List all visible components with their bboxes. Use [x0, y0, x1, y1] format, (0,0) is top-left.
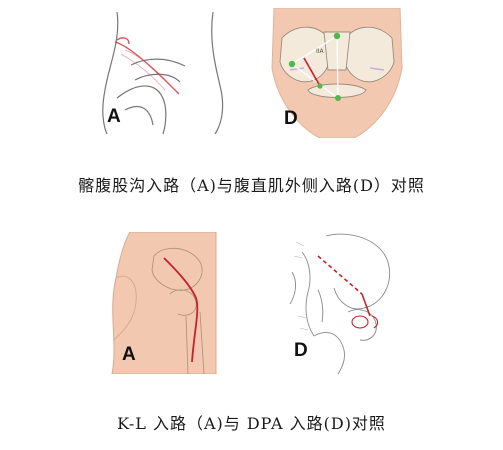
panel-label-d: D: [284, 108, 298, 129]
panel-pararectus-approach: IIA D: [262, 8, 412, 138]
inner-label-iia: IIA: [316, 48, 324, 55]
panel-dpa-approach: D: [288, 232, 400, 374]
panel-label-d-bottom: D: [294, 340, 308, 361]
panel-kocher-langenbeck-approach: A: [108, 232, 220, 374]
caption-bottom: K-L 入路（A)与 DPA 入路(D)对照: [117, 414, 386, 433]
panel-label-a: A: [107, 106, 121, 127]
buttock-skin-illustration: [111, 232, 217, 374]
pelvis-skin-illustration: [271, 8, 403, 138]
panel-label-a-bottom: A: [122, 344, 136, 365]
posterior-pelvis-illustration: [289, 233, 390, 374]
panel-ilioinguinal-approach: A: [95, 10, 235, 135]
caption-top: 髂腹股沟入路（A)与腹直肌外侧入路(D）对照: [78, 176, 425, 195]
torso-outline-illustration: [102, 11, 224, 135]
